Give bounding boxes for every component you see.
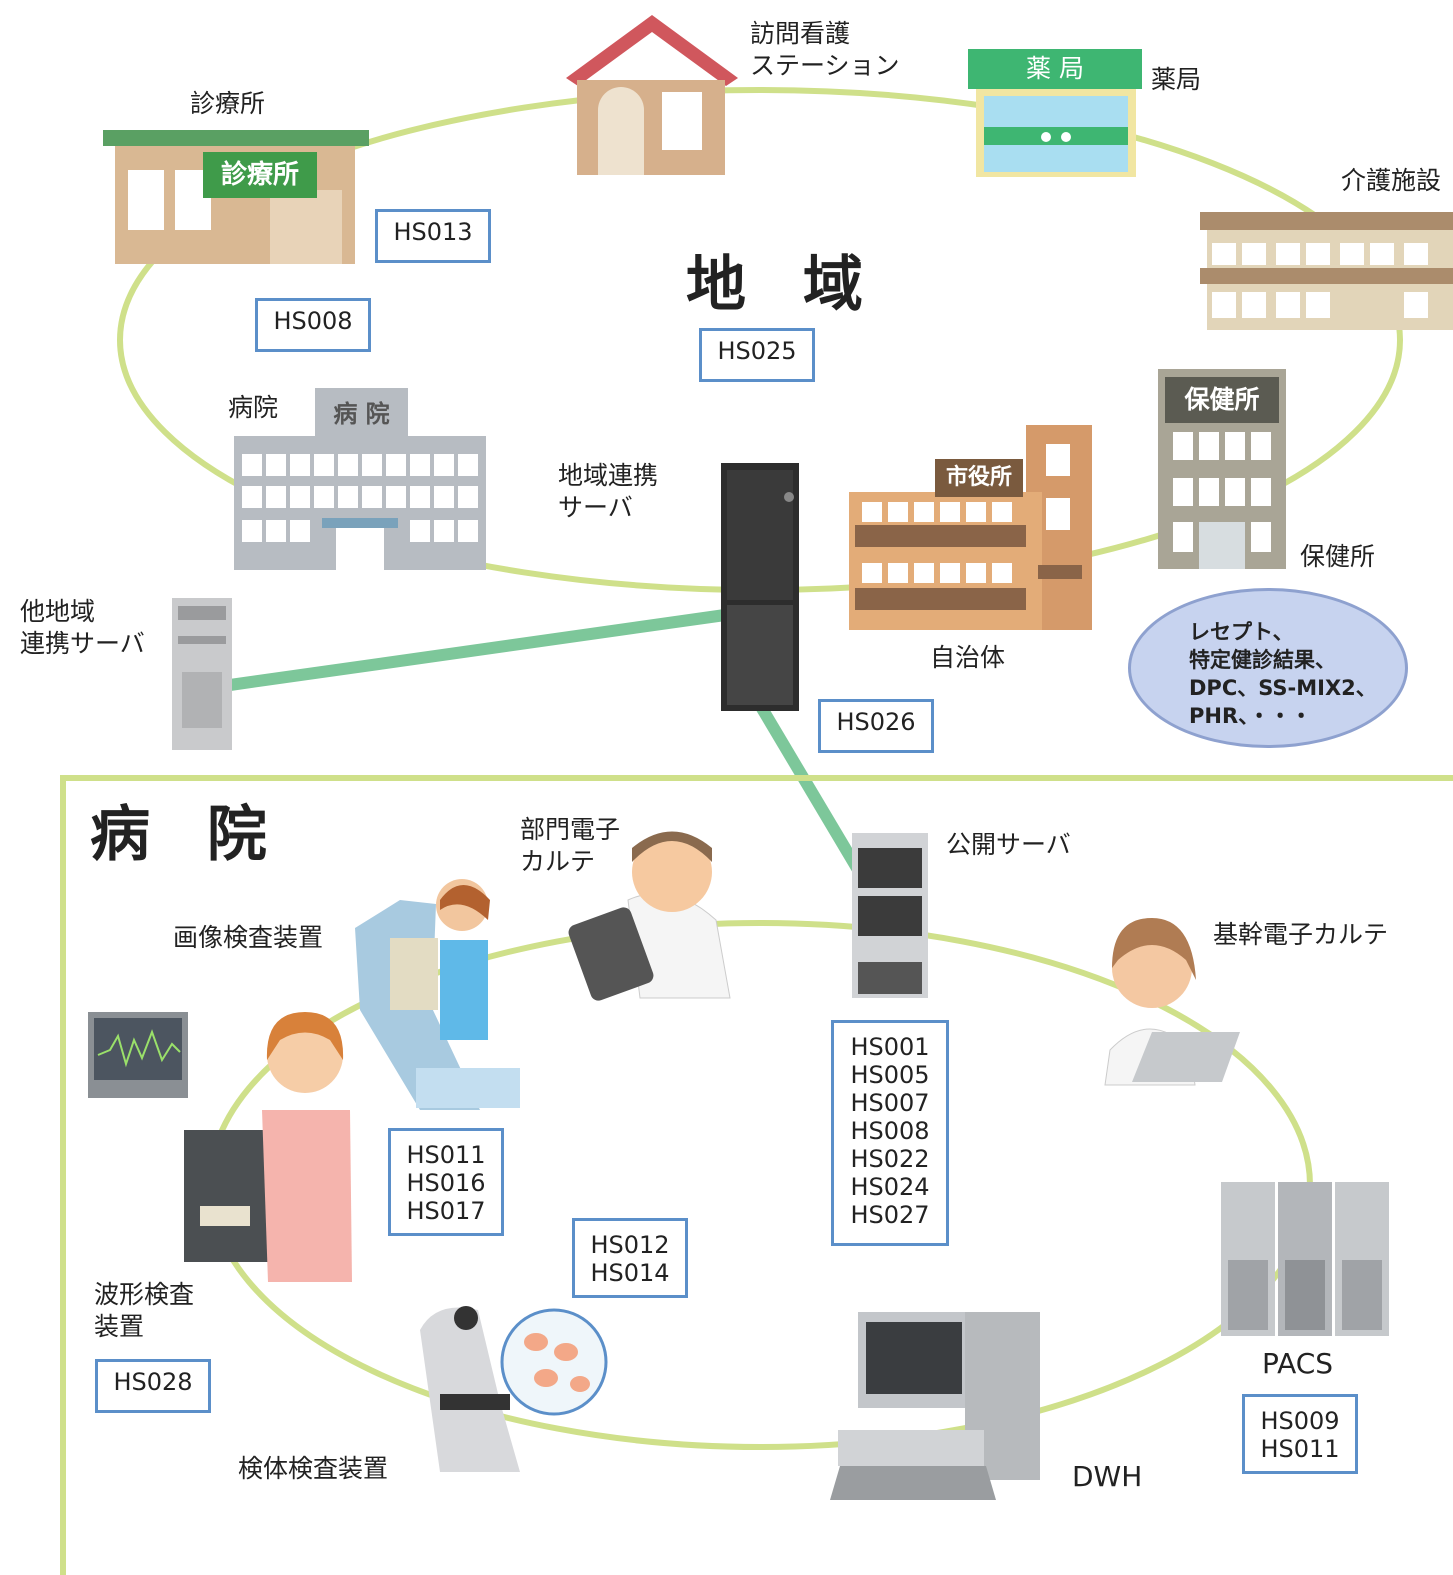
hs-box-imaging: HS011 HS016 HS017 xyxy=(388,1128,504,1236)
pacs-label: PACS xyxy=(1262,1347,1334,1380)
dwh-label: DWH xyxy=(1072,1460,1143,1493)
hs-box-clinic-hs013: HS013 xyxy=(375,209,491,263)
hs-box-region-hs025: HS025 xyxy=(699,328,815,382)
hs-box-clinic-hs008: HS008 xyxy=(255,298,371,352)
hospital-label: 病院 xyxy=(228,393,279,422)
region-title: 地 域 xyxy=(686,250,881,320)
imaging-device-label: 画像検査装置 xyxy=(173,923,324,952)
dept-emr-label: 部門電子 カルテ xyxy=(520,815,621,876)
other-region-server-illustration xyxy=(172,598,232,750)
region-server-illustration xyxy=(721,463,799,711)
hs-box-server-hs026: HS026 xyxy=(818,699,934,753)
nursing-station-label: 訪問看護 ステーション xyxy=(750,19,900,80)
other-region-server-label: 他地域 連携サーバ xyxy=(20,597,145,658)
public-server-illustration xyxy=(852,833,928,998)
hs-box-public-server: HS001 HS005 HS007 HS008 HS022 HS024 HS02… xyxy=(831,1020,949,1246)
hs-box-waveform: HS028 xyxy=(95,1359,211,1413)
care-facility-label: 介護施設 xyxy=(1341,166,1442,195)
care-facility-illustration xyxy=(1200,212,1453,330)
hospital-title: 病 院 xyxy=(90,800,285,870)
waveform-device-label: 波形検査 装置 xyxy=(94,1280,195,1341)
health-center-label: 保健所 xyxy=(1300,542,1376,571)
clinic-building-illustration xyxy=(103,130,369,264)
data-types-note: レセプト、 特定健診結果、 DPC、SS-MIX2、 PHR、・・・ xyxy=(1128,588,1408,748)
specimen-device-label: 検体検査装置 xyxy=(238,1454,389,1483)
pharmacy-illustration xyxy=(968,49,1142,177)
pharmacy-label: 薬局 xyxy=(1151,65,1202,94)
waveform-device-illustration xyxy=(88,1012,352,1282)
dwh-workstation-illustration xyxy=(830,1312,1040,1500)
microscope-illustration xyxy=(420,1306,608,1472)
hospital-sign: 病 院 xyxy=(333,400,390,428)
hs-box-specimen: HS012 HS014 xyxy=(572,1218,688,1298)
health-center-illustration xyxy=(1158,369,1286,569)
core-emr-label: 基幹電子カルテ xyxy=(1213,920,1389,949)
public-server-label: 公開サーバ xyxy=(946,830,1071,859)
link-other-server xyxy=(229,609,726,691)
hospital-building-illustration xyxy=(234,388,486,570)
hs-box-pacs: HS009 HS011 xyxy=(1242,1394,1358,1474)
link-public-server xyxy=(754,701,876,894)
hospital-frame xyxy=(60,775,1453,1575)
imaging-device-illustration xyxy=(355,879,520,1110)
dept-emr-doctor-illustration xyxy=(568,831,731,1001)
clinic-label: 診療所 xyxy=(190,89,266,118)
health-center-sign: 保健所 xyxy=(1184,385,1260,414)
region-server-label: 地域連携 サーバ xyxy=(558,461,659,522)
diagram-illustration xyxy=(88,15,1453,1500)
pharmacy-sign: 薬 局 xyxy=(1026,54,1084,83)
nursing-station-illustration xyxy=(566,15,738,175)
clinic-sign: 診療所 xyxy=(220,160,299,190)
core-emr-nurse-illustration xyxy=(1104,918,1240,1086)
municipality-label: 自治体 xyxy=(930,643,1006,672)
pacs-servers-illustration xyxy=(1221,1182,1389,1336)
city-hall-illustration xyxy=(849,425,1092,630)
city-hall-sign: 市役所 xyxy=(945,465,1012,490)
